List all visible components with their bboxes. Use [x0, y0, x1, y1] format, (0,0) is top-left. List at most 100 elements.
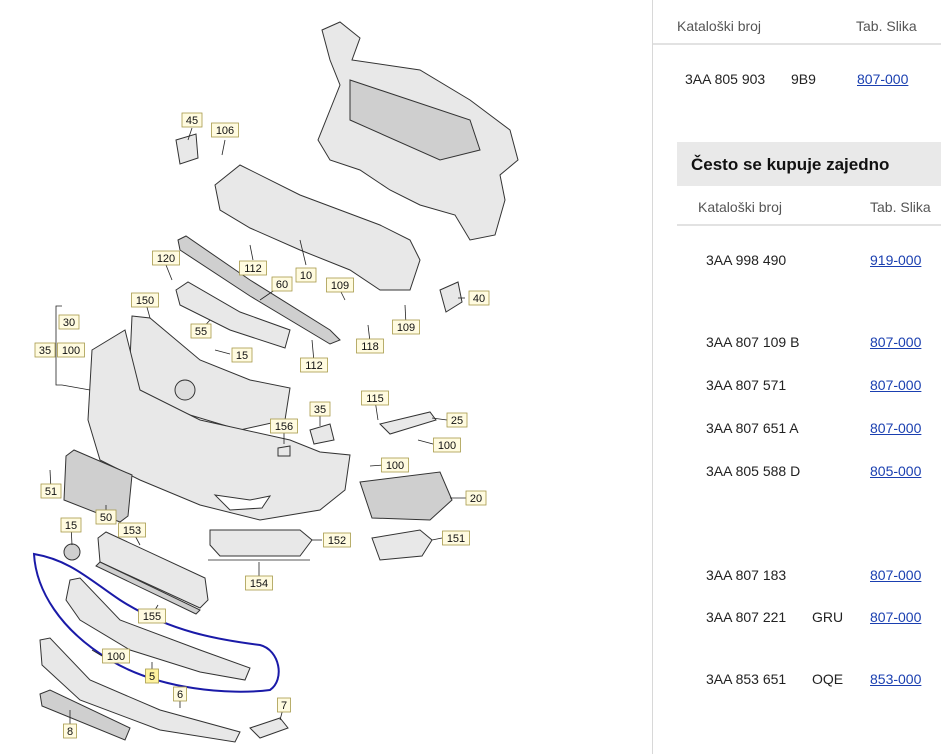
- part-label-100: 100: [433, 437, 461, 453]
- part-label-155: 155: [138, 608, 166, 624]
- svg-text:60: 60: [276, 279, 288, 291]
- cover-35-part: [309, 423, 335, 445]
- guide-25-part: [379, 411, 437, 435]
- svg-text:55: 55: [195, 326, 207, 338]
- part-label-120: 120: [152, 250, 180, 266]
- image-link[interactable]: 807-000: [870, 334, 922, 350]
- part-number: 3AA 853 651: [706, 671, 787, 687]
- part-label-35: 35: [34, 342, 56, 358]
- part-label-15: 15: [231, 347, 253, 363]
- svg-text:109: 109: [397, 322, 415, 334]
- svg-text:51: 51: [45, 486, 57, 498]
- part-label-40: 40: [468, 290, 490, 306]
- part-label-30: 30: [58, 314, 80, 330]
- svg-text:7: 7: [281, 700, 287, 712]
- spoiler-5-part: [65, 577, 251, 681]
- divider: [652, 0, 653, 754]
- svg-text:120: 120: [157, 253, 175, 265]
- part-label-100: 100: [381, 457, 409, 473]
- part-label-6: 6: [173, 686, 187, 702]
- fog-light-151-part: [371, 529, 433, 561]
- strip-155-part: [95, 561, 201, 615]
- part-label-25: 25: [446, 412, 468, 428]
- part-label-154: 154: [245, 575, 273, 591]
- part-suffix: 9B9: [791, 71, 816, 87]
- part-label-51: 51: [40, 483, 62, 499]
- image-link[interactable]: 805-000: [870, 463, 922, 479]
- image-link[interactable]: 807-000: [870, 609, 922, 625]
- svg-text:25: 25: [451, 415, 463, 427]
- part-label-45: 45: [181, 112, 203, 128]
- image-link[interactable]: 807-000: [857, 71, 909, 87]
- part-label-109: 109: [326, 277, 354, 293]
- part-suffix: GRU: [812, 609, 844, 625]
- trim-152-part: [209, 529, 313, 557]
- grille-55-part: [175, 281, 291, 349]
- part-label-5: 5: [145, 668, 159, 684]
- svg-text:20: 20: [470, 493, 482, 505]
- column-header-part-number: Kataloški broj: [698, 199, 783, 215]
- image-link[interactable]: 807-000: [870, 420, 922, 436]
- part-label-151: 151: [442, 530, 470, 546]
- column-header-part-number: Kataloški broj: [677, 18, 762, 34]
- image-link[interactable]: 853-000: [870, 671, 922, 687]
- svg-text:10: 10: [300, 270, 312, 282]
- section-title: Često se kupuje zajedno: [691, 155, 890, 174]
- svg-text:153: 153: [123, 525, 141, 537]
- strip-60-part: [177, 235, 341, 345]
- plate-holder-50-part: [63, 449, 133, 523]
- image-link[interactable]: 919-000: [870, 252, 922, 268]
- svg-text:50: 50: [100, 512, 112, 524]
- svg-text:156: 156: [275, 421, 293, 433]
- bracket-20-part: [359, 471, 453, 521]
- cap-15-part: [63, 543, 81, 561]
- part-number: 3AA 807 651 A: [706, 420, 799, 436]
- part-label-112: 112: [239, 260, 267, 276]
- svg-text:100: 100: [438, 440, 456, 452]
- svg-text:155: 155: [143, 611, 161, 623]
- part-label-153: 153: [118, 522, 146, 538]
- svg-text:112: 112: [305, 360, 323, 372]
- svg-text:152: 152: [328, 535, 346, 547]
- part-number: 3AA 807 183: [706, 567, 787, 583]
- svg-text:30: 30: [63, 317, 75, 329]
- image-link[interactable]: 807-000: [870, 377, 922, 393]
- parts-panel: Kataloški broj Tab. Slika 3AA 805 903 9B…: [653, 0, 941, 754]
- part-label-112: 112: [300, 357, 328, 373]
- part-label-156: 156: [270, 418, 298, 434]
- svg-text:112: 112: [244, 263, 262, 275]
- bracket-45-part: [175, 133, 199, 165]
- svg-text:6: 6: [177, 689, 183, 701]
- part-label-150: 150: [131, 292, 159, 308]
- header-divider: [677, 224, 941, 226]
- part-label-35: 35: [309, 401, 331, 417]
- svg-text:15: 15: [236, 350, 248, 362]
- svg-text:35: 35: [39, 345, 51, 357]
- part-number: 3AA 998 490: [706, 252, 787, 268]
- bought-together-header: Često se kupuje zajedno: [677, 142, 941, 186]
- part-7-part: [249, 717, 289, 739]
- part-label-8: 8: [63, 723, 77, 739]
- svg-text:5: 5: [149, 671, 155, 683]
- image-link[interactable]: 807-000: [870, 567, 922, 583]
- part-number: 3AA 807 571: [706, 377, 787, 393]
- part-label-55: 55: [190, 323, 212, 339]
- column-header-image: Tab. Slika: [870, 199, 931, 215]
- part-number: 3AA 805 588 D: [706, 463, 801, 479]
- part-label-10: 10: [295, 267, 317, 283]
- header-divider: [653, 43, 941, 45]
- vw-logo-icon: [174, 379, 196, 401]
- svg-text:100: 100: [62, 345, 80, 357]
- svg-text:45: 45: [186, 115, 198, 127]
- part-number: 3AA 807 109 B: [706, 334, 800, 350]
- part-label-7: 7: [277, 697, 291, 713]
- svg-text:100: 100: [107, 651, 125, 663]
- part-label-115: 115: [361, 390, 389, 406]
- svg-text:154: 154: [250, 578, 268, 590]
- part-label-60: 60: [271, 276, 293, 292]
- svg-text:151: 151: [447, 533, 465, 545]
- part-label-152: 152: [323, 532, 351, 548]
- part-label-109: 109: [392, 319, 420, 335]
